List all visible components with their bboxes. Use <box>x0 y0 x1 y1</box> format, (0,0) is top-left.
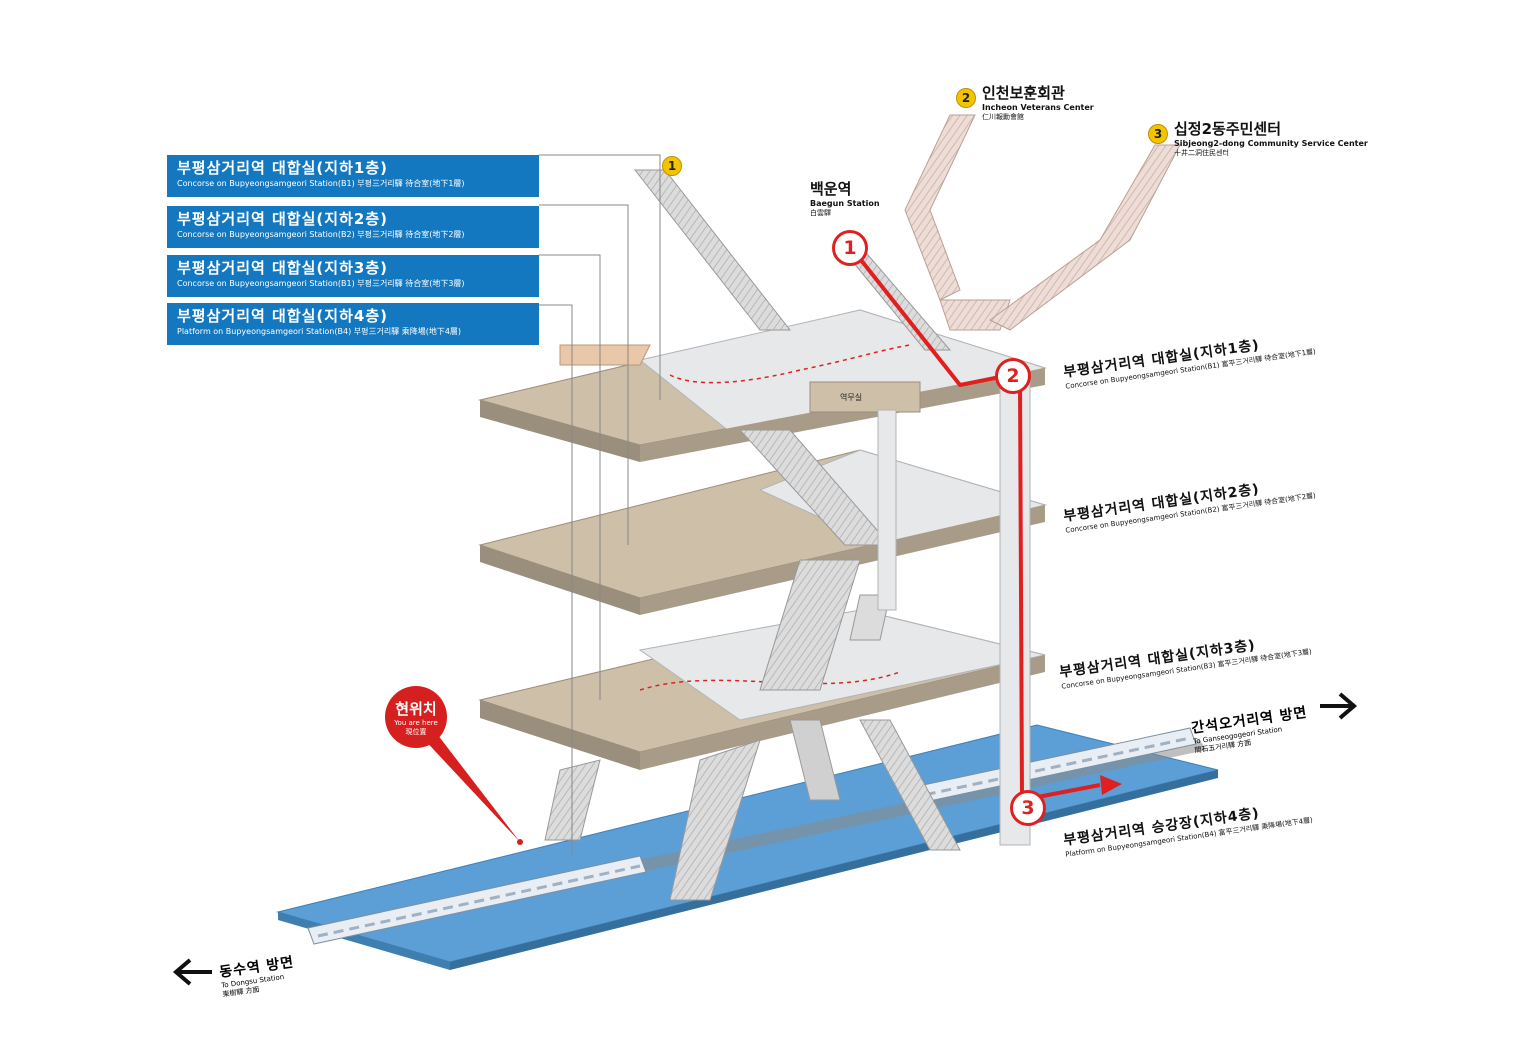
legend-b2: 부평삼거리역 대합실(지하2층) Concorse on Bupyeongsam… <box>167 206 539 248</box>
legend-b2-title: 부평삼거리역 대합실(지하2층) <box>177 210 388 228</box>
exit-2-stairs <box>904 114 1011 331</box>
legend-b3: 부평삼거리역 대합실(지하3층) Concorse on Bupyeongsam… <box>167 255 539 297</box>
exit-2-label: 인천보훈회관 Incheon Veterans Center 仁川報勳會館 <box>982 82 1094 122</box>
exit-3-name: 십정2동주민센터 <box>1174 120 1282 138</box>
exit-2-name: 인천보훈회관 <box>982 84 1065 102</box>
exit-3-label: 십정2동주민센터 Sibjeong2-dong Community Servic… <box>1174 118 1368 158</box>
legend-b2-sub: Concorse on Bupyeongsamgeori Station(B2)… <box>177 230 465 239</box>
legend-b1-title: 부평삼거리역 대합실(지하1층) <box>177 159 388 177</box>
legend-b3-title: 부평삼거리역 대합실(지하3층) <box>177 259 388 277</box>
east-arrow <box>1320 692 1358 720</box>
route-step-3: 3 <box>1010 790 1046 826</box>
legend-b3-sub: Concorse on Bupyeongsamgeori Station(B1)… <box>177 279 465 288</box>
exit-3-stairs <box>989 144 1181 331</box>
exit-3-zh: 十井二洞住民센터 <box>1174 149 1229 157</box>
you-are-here-marker: 현위치 You are here 現位置 <box>385 686 447 748</box>
route-arrowhead <box>1100 775 1122 795</box>
legend-b4: 부평삼거리역 대합실(지하4층) Platform on Bupyeongsam… <box>167 303 539 345</box>
legend-b1: 부평삼거리역 대합실(지하1층) Concorse on Bupyeongsam… <box>167 155 539 197</box>
platform-stairs <box>544 719 961 901</box>
exit-1-name: 백운역 <box>810 180 852 198</box>
legend-leaders <box>539 154 661 855</box>
you-are-here-zh: 現位置 <box>405 728 427 736</box>
station-office-label: 역무실 <box>840 392 862 402</box>
floor-b2 <box>478 449 1047 615</box>
you-are-here-en: You are here <box>394 719 438 727</box>
exit-2-zh: 仁川報勳會館 <box>982 113 1024 121</box>
train-west <box>307 855 647 945</box>
exit-2-en: Incheon Veterans Center <box>982 103 1094 112</box>
elevator-shaft <box>877 374 1031 846</box>
route-step-2: 2 <box>995 358 1031 394</box>
you-are-here-pointer <box>420 730 520 842</box>
legend-b4-sub: Platform on Bupyeongsamgeori Station(B4)… <box>177 327 462 336</box>
exit-2-badge: 2 <box>956 88 976 108</box>
exit-1-en: Baegun Station <box>810 199 880 208</box>
exit-1-label: 백운역 Baegun Station 白雲驛 <box>810 178 880 218</box>
you-are-here-ko: 현위치 <box>395 700 437 718</box>
exit-3-badge: 3 <box>1148 124 1168 144</box>
platform-b4 <box>276 724 1219 970</box>
legend-b4-title: 부평삼거리역 대합실(지하4층) <box>177 307 388 325</box>
legend-b1-sub: Concorse on Bupyeongsamgeori Station(B1)… <box>177 179 465 188</box>
exit-1-zh: 白雲驛 <box>810 209 831 217</box>
west-arrow <box>172 958 212 986</box>
exit-1-stairs <box>633 169 792 331</box>
route-step-1: 1 <box>832 230 868 266</box>
exit-1-badge-top: 1 <box>662 156 682 176</box>
exit-3-en: Sibjeong2-dong Community Service Center <box>1174 139 1368 148</box>
